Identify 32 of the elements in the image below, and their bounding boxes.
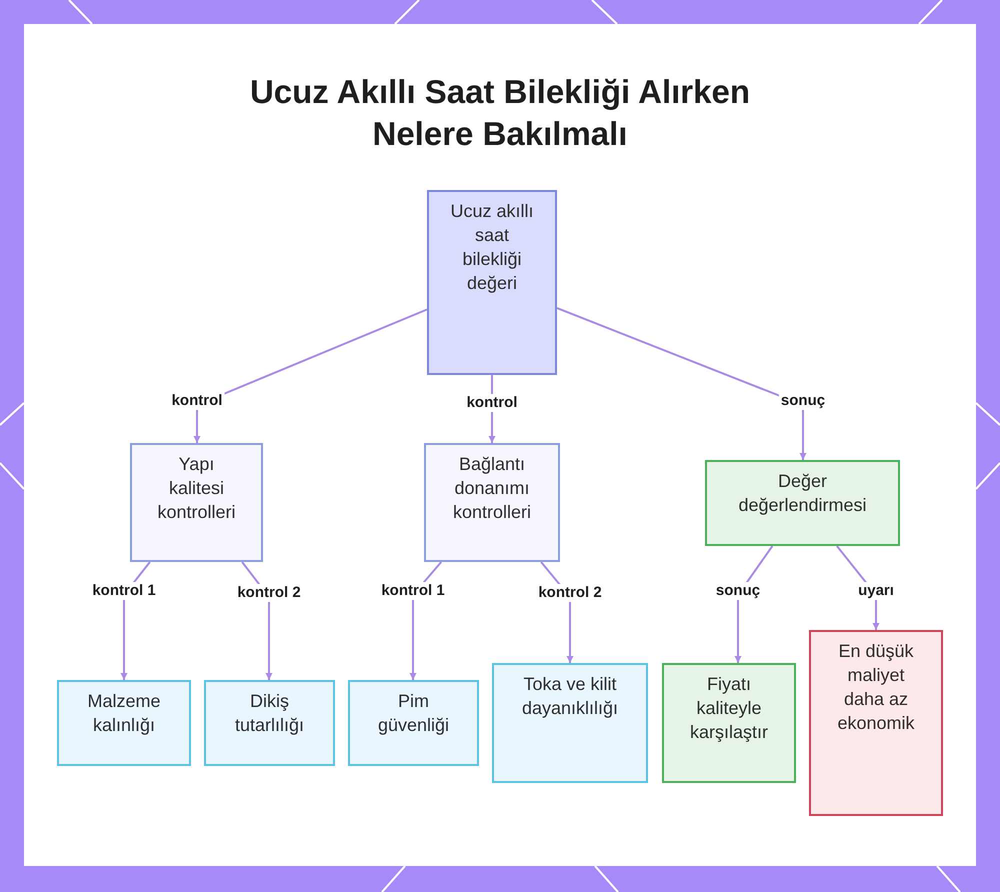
- process-box: [809, 630, 943, 816]
- process-box: [204, 680, 335, 766]
- edge-label: kontrol: [464, 394, 520, 412]
- connector: [194, 308, 428, 443]
- edge-label: kontrol 2: [536, 584, 604, 602]
- process-box: [130, 443, 263, 562]
- process-box: [492, 663, 648, 783]
- process-box: [427, 190, 557, 375]
- box-text: En düşük maliyet daha az ekonomik: [836, 640, 916, 735]
- box-text: Fiyatı kaliteyle karşılaştır: [688, 673, 769, 744]
- box-text: Dikiş tutarlılığı: [234, 690, 306, 737]
- box-text: Ucuz akıllı saat bilekliği değeri: [449, 200, 535, 295]
- edge-label: kontrol 2: [235, 584, 303, 602]
- box-text: Pim güvenliği: [376, 690, 450, 737]
- edge-label: kontrol: [170, 392, 224, 410]
- edge-label: sonuç: [714, 582, 762, 600]
- connector: [556, 307, 806, 460]
- process-box: [348, 680, 479, 766]
- box-text: Toka ve kilit dayanıklılığı: [520, 673, 620, 720]
- process-box: [705, 460, 900, 546]
- edge-label: kontrol 1: [90, 582, 158, 600]
- process-box: [662, 663, 796, 783]
- edge-label: kontrol 1: [379, 582, 447, 600]
- edge-label: sonuç: [778, 392, 828, 410]
- box-text: Yapı kalitesi kontrolleri: [156, 453, 237, 524]
- diagram-title: Ucuz Akıllı Saat Bilekliği Alırken Nelere Bakılmalı: [248, 72, 752, 154]
- box-text: Bağlantı donanımı kontrolleri: [452, 453, 532, 524]
- process-box: [57, 680, 191, 766]
- process-box: [424, 443, 560, 562]
- box-text: Değer değerlendirmesi: [737, 470, 868, 517]
- box-text: Malzeme kalınlığı: [86, 690, 162, 737]
- edge-label: uyarı: [856, 582, 896, 600]
